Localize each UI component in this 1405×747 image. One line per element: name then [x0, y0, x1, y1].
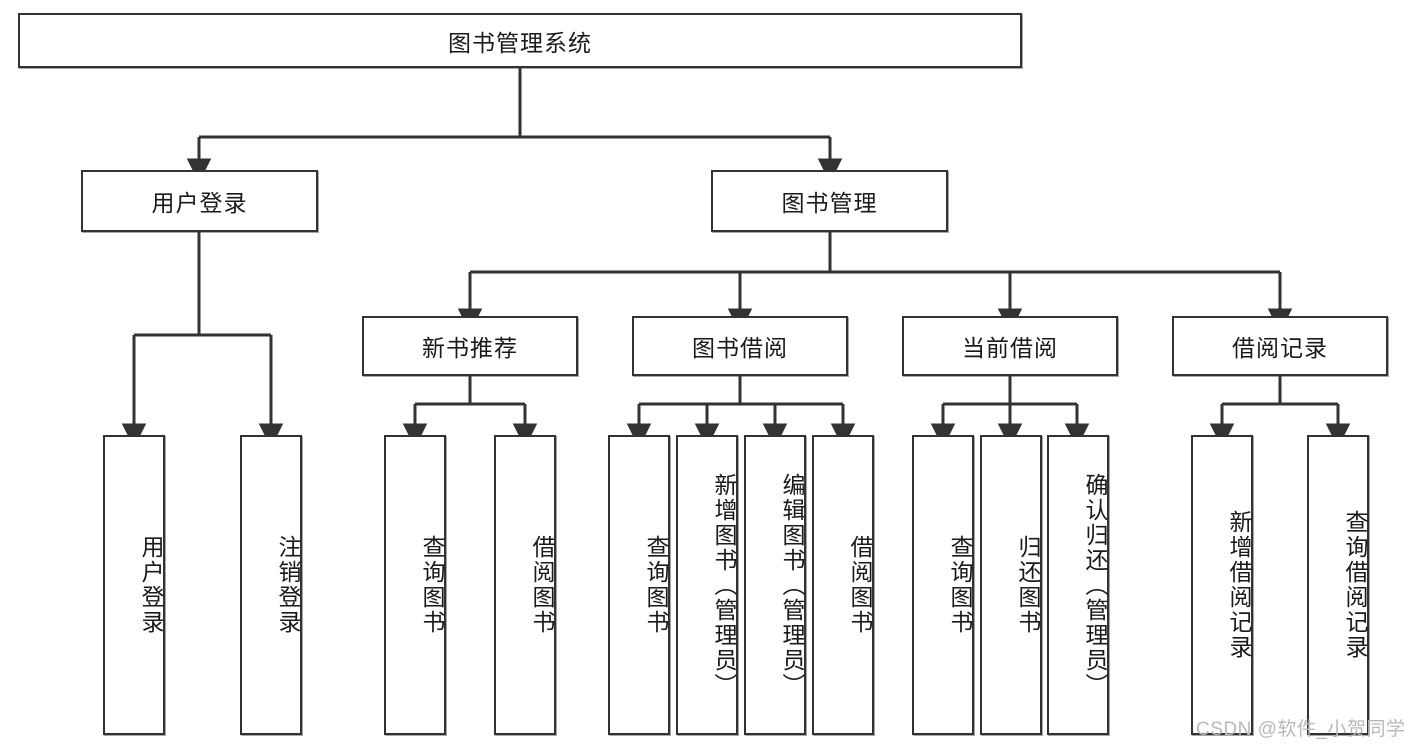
leaf-query-book-2-label: 查询图书 [643, 535, 669, 635]
node-current-borrow[interactable]: 当前借阅 [902, 316, 1118, 376]
leaf-borrow-book-2-label: 借阅图书 [847, 535, 873, 635]
node-new-book-recommend-label: 新书推荐 [422, 335, 518, 361]
leaf-add-book[interactable]: 新增图书（管理员） [676, 435, 738, 735]
leaf-user-login[interactable]: 用户登录 [103, 435, 165, 735]
leaf-borrow-book-2[interactable]: 借阅图书 [812, 435, 874, 735]
node-user-login-label: 用户登录 [151, 190, 248, 216]
leaf-query-book-2[interactable]: 查询图书 [608, 435, 670, 735]
leaf-borrow-book-1[interactable]: 借阅图书 [494, 435, 556, 735]
leaf-query-book-1[interactable]: 查询图书 [384, 435, 446, 735]
leaf-return-book-label: 归还图书 [1015, 535, 1041, 635]
leaf-confirm-return-label: 确认归还（管理员） [1082, 472, 1108, 698]
leaf-edit-book[interactable]: 编辑图书（管理员） [744, 435, 806, 735]
leaf-query-book-3[interactable]: 查询图书 [912, 435, 974, 735]
node-borrow-record-label: 借阅记录 [1232, 335, 1328, 361]
leaf-query-record-label: 查询借阅记录 [1342, 510, 1368, 660]
leaf-add-record-label: 新增借阅记录 [1226, 510, 1252, 660]
leaf-edit-book-label: 编辑图书（管理员） [779, 472, 805, 698]
node-borrow-record[interactable]: 借阅记录 [1172, 316, 1388, 376]
csdn-watermark: CSDN @软件_小贺同学 [1196, 719, 1405, 740]
leaf-add-record[interactable]: 新增借阅记录 [1191, 435, 1253, 735]
node-root-label: 图书管理系统 [448, 29, 592, 56]
leaf-user-login-label: 用户登录 [138, 535, 164, 635]
node-user-login[interactable]: 用户登录 [81, 170, 318, 232]
leaf-query-book-3-label: 查询图书 [947, 535, 973, 635]
leaf-confirm-return[interactable]: 确认归还（管理员） [1047, 435, 1109, 735]
leaf-add-book-label: 新增图书（管理员） [711, 472, 737, 698]
node-book-borrow[interactable]: 图书借阅 [632, 316, 848, 376]
node-current-borrow-label: 当前借阅 [962, 335, 1058, 361]
leaf-return-book[interactable]: 归还图书 [980, 435, 1042, 735]
leaf-borrow-book-1-label: 借阅图书 [529, 535, 555, 635]
leaf-logout-login-label: 注销登录 [275, 535, 301, 635]
leaf-query-book-1-label: 查询图书 [419, 535, 445, 635]
node-book-manage-label: 图书管理 [781, 190, 878, 216]
leaf-query-record[interactable]: 查询借阅记录 [1307, 435, 1369, 735]
node-book-borrow-label: 图书借阅 [692, 335, 788, 361]
node-new-book-recommend[interactable]: 新书推荐 [362, 316, 578, 376]
node-root[interactable]: 图书管理系统 [18, 13, 1022, 68]
leaf-logout-login[interactable]: 注销登录 [240, 435, 302, 735]
node-book-manage[interactable]: 图书管理 [711, 170, 948, 232]
